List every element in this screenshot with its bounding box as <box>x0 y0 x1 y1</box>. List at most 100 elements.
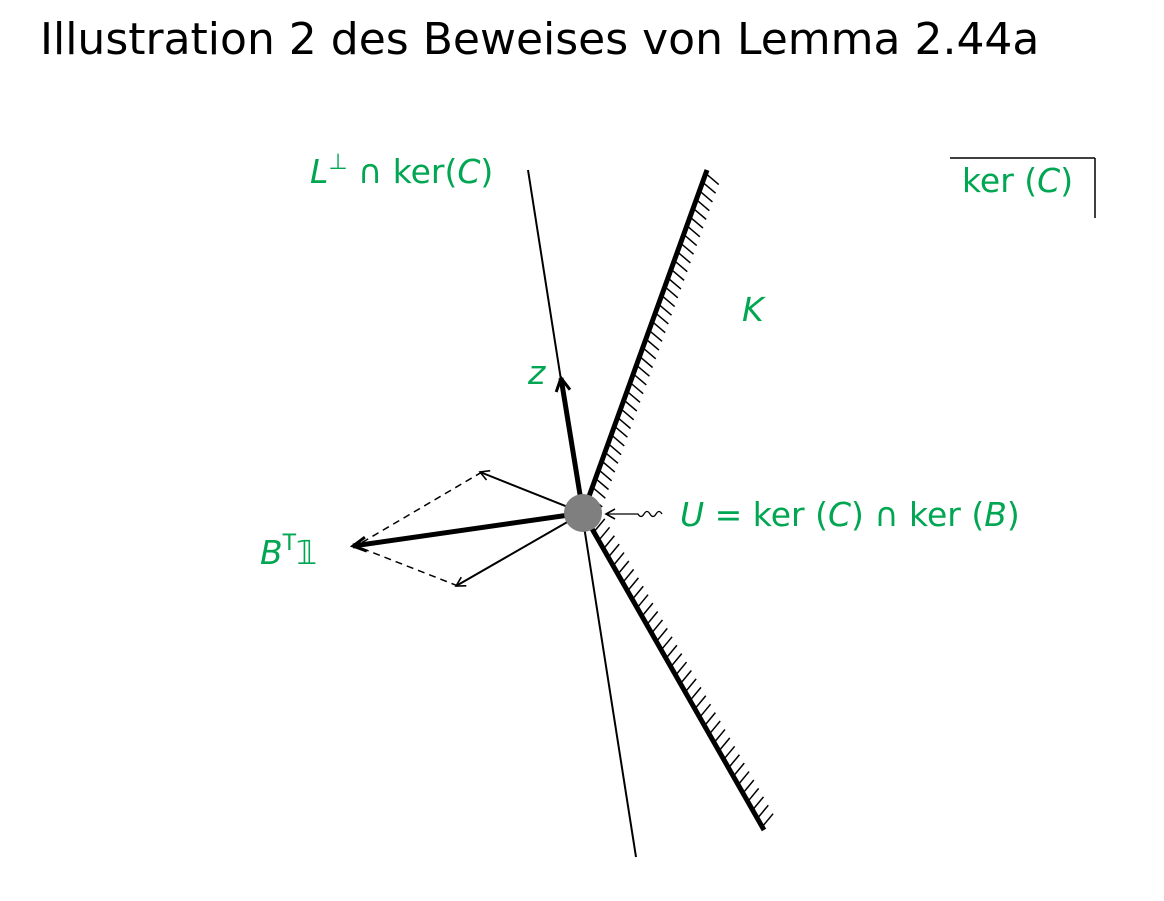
hatch-tick <box>761 813 774 828</box>
hatch-tick <box>595 477 609 491</box>
u-b: B <box>984 495 1007 534</box>
hatch-tick <box>737 771 750 786</box>
hatch-tick <box>747 787 760 803</box>
cone-k-label: K <box>742 290 766 329</box>
hatch-tick <box>723 745 736 760</box>
hatch-tick <box>676 251 691 264</box>
hatch-tick <box>670 653 683 668</box>
bt-one-label: BT𝟙 <box>260 531 317 572</box>
bt-one: 𝟙 <box>296 533 317 572</box>
u-mid2: ) ∩ ker ( <box>851 495 984 534</box>
hatch-tick <box>675 661 688 676</box>
hatch-tick <box>636 594 649 609</box>
hatch-tick <box>655 627 668 643</box>
hatch-tick <box>727 754 741 769</box>
hatch-tick <box>591 486 606 499</box>
box-c: C <box>1037 161 1060 200</box>
l-perp-l: L <box>310 152 328 191</box>
hatch-tick <box>598 469 613 482</box>
hatch-tick <box>604 451 619 464</box>
hatch-tick <box>694 695 707 710</box>
hatch-tick <box>607 442 622 456</box>
hatch-tick <box>651 320 666 334</box>
hatch-tick <box>683 233 698 247</box>
hatch-tick <box>639 355 654 369</box>
l-perp-close: ) <box>480 152 493 191</box>
hatch-tick <box>689 216 704 229</box>
hatch-tick <box>661 294 676 308</box>
cone-boundary-lower <box>580 511 767 832</box>
bt-b: B <box>260 533 283 572</box>
hatch-tick <box>658 303 672 316</box>
hatch-tick <box>718 737 731 752</box>
hatch-tick <box>632 373 647 386</box>
hatch-tick <box>593 518 606 533</box>
hatch-tick <box>673 259 688 273</box>
hatch-tick <box>713 728 726 744</box>
hatch-tick <box>664 286 679 299</box>
hatch-tick <box>756 804 769 819</box>
hatch-tick <box>692 207 707 220</box>
hatch-tick <box>641 602 654 617</box>
box-prefix: ker ( <box>962 161 1037 200</box>
hatch-tick <box>607 543 620 558</box>
hatch-tick <box>613 425 628 438</box>
u-label: U = ker (C) ∩ ker (B) <box>680 495 1020 534</box>
hatch-tick <box>645 338 660 351</box>
u-mid: = ker ( <box>704 495 828 534</box>
hatch-tick <box>598 526 611 541</box>
hatch-tick <box>699 703 712 718</box>
hatch-tick <box>612 552 625 567</box>
u-var: U <box>680 495 704 534</box>
hatch-tick <box>626 390 641 403</box>
l-perp-sup: ⊥ <box>328 150 347 175</box>
hatch-tick <box>629 381 644 395</box>
z-label: z <box>527 353 546 392</box>
hatch-tick <box>617 416 632 430</box>
hatch-tick <box>702 181 717 194</box>
hatch-tick <box>602 535 615 550</box>
hatch-tick <box>650 619 664 634</box>
u-close: ) <box>1007 495 1020 534</box>
hatch-tick <box>732 762 745 777</box>
l-perp-suffix: ∩ ker( <box>348 152 458 191</box>
cone-boundary-upper <box>580 169 710 514</box>
origin-point-u <box>564 494 602 532</box>
hatch-tick <box>680 242 695 255</box>
hatch-tick <box>626 577 640 592</box>
hatch-tick <box>684 678 697 693</box>
hatch-tick <box>622 568 635 584</box>
hatch-tick <box>686 225 701 238</box>
hatch-tick <box>665 644 678 659</box>
hatch-tick <box>660 636 673 651</box>
hatch-tick <box>601 460 616 473</box>
hatch-tick <box>708 720 721 735</box>
hatch-tick <box>670 268 685 281</box>
hatch-tick <box>654 312 669 325</box>
l-perp-c: C <box>457 152 480 191</box>
parallelogram-dashed-lower <box>355 545 459 587</box>
cone-hatching-upper <box>588 172 720 508</box>
z-vector <box>561 378 586 514</box>
hatch-tick <box>620 408 635 421</box>
bt-one-vector <box>353 510 584 546</box>
hatch-tick <box>631 585 644 600</box>
u-c: C <box>828 495 851 534</box>
hatch-tick <box>646 611 659 626</box>
parallelogram-dashed-upper <box>355 471 483 547</box>
hatch-tick <box>703 712 716 727</box>
hatch-tick <box>751 796 765 811</box>
hatch-tick <box>623 399 638 412</box>
hatch-tick <box>689 686 702 701</box>
u-pointer-squiggle <box>604 508 663 520</box>
hatch-tick <box>635 364 650 377</box>
hatch-tick <box>617 560 630 575</box>
hatch-tick <box>742 779 755 794</box>
bt-sup: T <box>282 531 297 556</box>
slide-title: Illustration 2 des Beweises von Lemma 2.… <box>40 14 1040 65</box>
hatch-tick <box>648 329 663 342</box>
hatch-tick <box>642 347 657 360</box>
hatch-tick <box>610 434 625 447</box>
